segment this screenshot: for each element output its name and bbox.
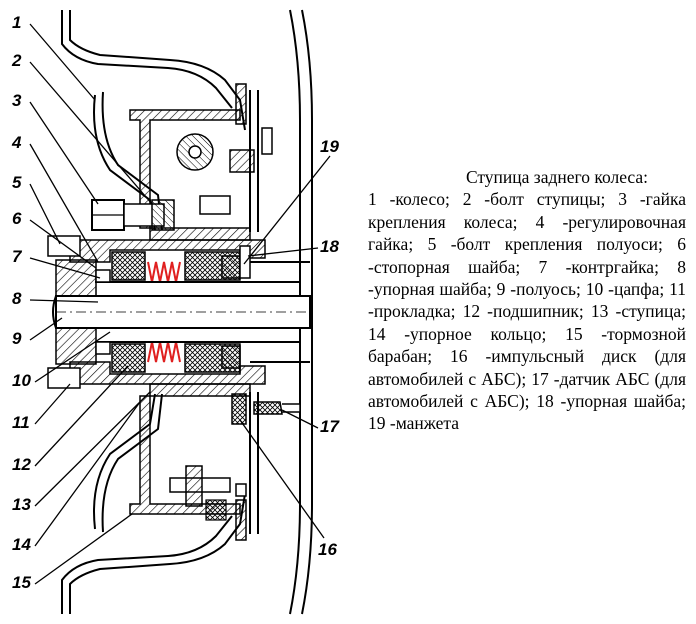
callout-4: 4 xyxy=(11,133,22,152)
legend: Ступица заднего колеса: 1 -колесо; 2 -бо… xyxy=(368,166,686,435)
callout-15: 15 xyxy=(12,573,31,592)
legend-item-15: 15 -тормозной барабан; xyxy=(368,323,686,367)
abs-components xyxy=(231,393,301,425)
callout-1: 1 xyxy=(12,13,21,32)
legend-item-2: 2 -болт ступицы; xyxy=(462,189,619,210)
callout-6: 6 xyxy=(12,209,22,228)
callout-19: 19 xyxy=(320,137,339,156)
leader-lines xyxy=(29,23,331,585)
callout-16: 16 xyxy=(318,540,337,559)
legend-item-8: 8 -упорная шайба; xyxy=(368,256,686,300)
legend-item-16: 16 -импульсный диск (для автомобилей с А… xyxy=(368,346,686,389)
callout-12: 12 xyxy=(12,455,31,474)
axle-shaft xyxy=(52,295,311,329)
legend-item-3: 3 -гайка крепления колеса; xyxy=(368,189,686,232)
brake-mechanism-bottom xyxy=(169,465,247,521)
legend-item-9: 9 -полуось; xyxy=(496,279,586,300)
legend-item-6: 6 -стопорная шайба; xyxy=(368,234,686,277)
brake-mechanism-top xyxy=(176,127,273,215)
callout-11: 11 xyxy=(12,413,30,432)
callout-labels: 1 2 3 4 5 6 7 8 9 10 11 12 13 14 15 16 1… xyxy=(11,13,340,592)
legend-item-12: 12 -подшипник; xyxy=(462,301,591,322)
callout-5: 5 xyxy=(12,173,22,192)
spindle xyxy=(95,261,310,363)
callout-10: 10 xyxy=(12,371,31,390)
legend-item-4: 4 -регулировочная гайка; xyxy=(368,211,686,255)
hub-body xyxy=(69,227,266,397)
wheel-stud-and-nut xyxy=(91,199,175,231)
legend-item-14: 14 -упорное кольцо; xyxy=(368,323,566,344)
legend-item-10: 10 -цапфа; xyxy=(585,279,670,300)
callout-13: 13 xyxy=(12,495,31,514)
legend-item-19: 19 -манжета xyxy=(368,413,460,434)
legend-item-18: 18 -упорная шайба; xyxy=(536,391,686,412)
callout-9: 9 xyxy=(12,329,22,348)
axle-flange xyxy=(55,259,111,365)
legend-item-5: 5 -болт крепления полуоси; xyxy=(427,234,678,255)
callout-2: 2 xyxy=(11,51,22,70)
callout-7: 7 xyxy=(12,247,23,266)
callout-17: 17 xyxy=(320,417,340,436)
callout-8: 8 xyxy=(12,289,22,308)
legend-item-7: 7 -контргайка; xyxy=(538,256,678,277)
callout-18: 18 xyxy=(320,237,339,256)
legend-items: 1 -колесо; 2 -болт ступицы; 3 -гайка кре… xyxy=(368,188,686,434)
callout-14: 14 xyxy=(12,535,31,554)
legend-item-1: 1 -колесо; xyxy=(368,189,463,210)
spacer-spring xyxy=(147,261,181,363)
callout-3: 3 xyxy=(12,91,22,110)
legend-title: Ступица заднего колеса: xyxy=(465,167,649,187)
legend-item-11: 11 -прокладка; xyxy=(368,279,686,322)
legend-item-13: 13 -ступица; xyxy=(590,301,686,322)
legend-item-17: 17 -датчик АБС (для автомобилей с АБС); xyxy=(368,368,686,412)
brake-backing-plate xyxy=(249,90,259,534)
